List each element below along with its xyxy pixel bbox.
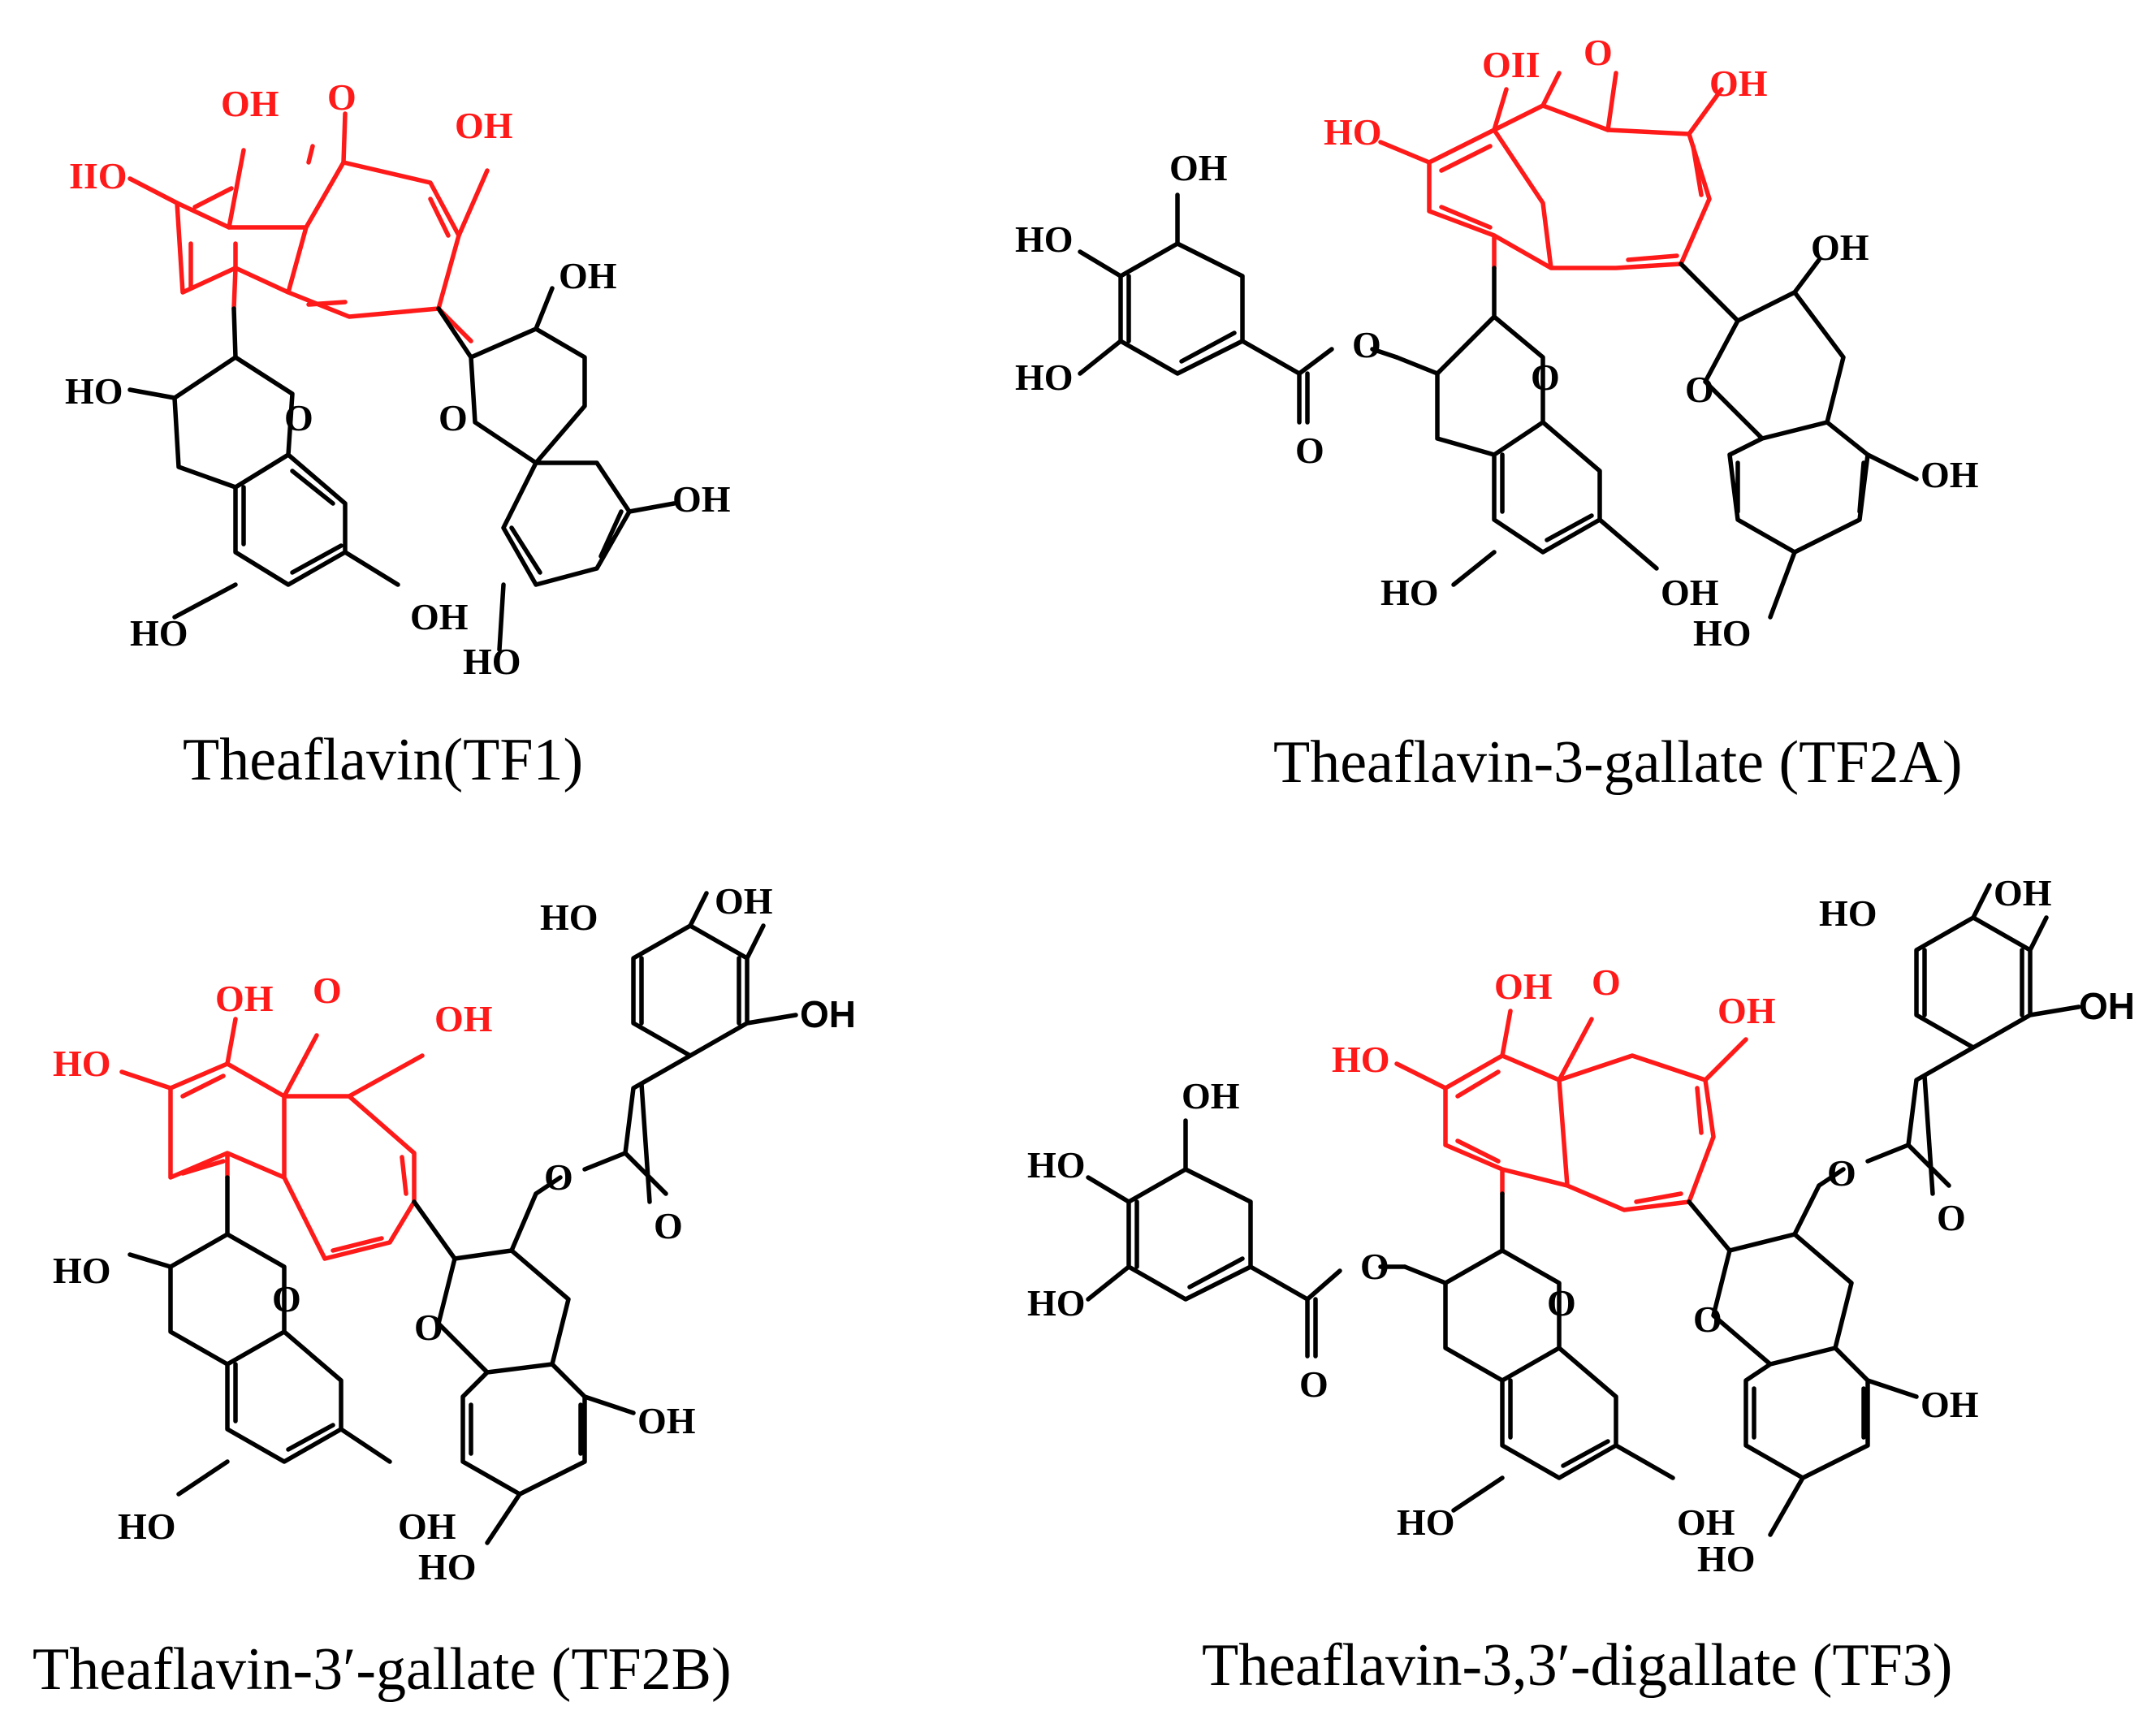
o-label: O (284, 397, 313, 438)
o-label: O (1295, 430, 1324, 471)
o-label: O (1685, 369, 1714, 410)
o-label: O (1547, 1282, 1576, 1324)
oh-label: OH (715, 880, 773, 922)
ho-label: HO (1015, 218, 1074, 260)
oh-label: OH (1921, 454, 1979, 495)
ho-label: HO (1027, 1144, 1086, 1186)
o-label: O (414, 1307, 443, 1348)
o-label: O (1827, 1152, 1856, 1194)
ho-label: HO (1324, 111, 1382, 153)
ho-label: HO (118, 1506, 176, 1547)
structure-tf3: OH O OH HO O HO OH O O OH HO HO O OH HO (1027, 872, 2135, 1699)
oh-label: OH (215, 978, 274, 1019)
oh-label: OH (221, 83, 279, 124)
ho-label: HO (65, 370, 123, 412)
ho-label: HO (463, 641, 521, 682)
oh-label: OH (672, 478, 731, 520)
structure-tf2b: OH O OH HO HO O HO OH O OH HO O O HO OH … (32, 880, 856, 1703)
o-label: O (1592, 961, 1621, 1003)
oh-label: OH (1169, 147, 1228, 188)
catechin-unit-left: HO O HO OH (65, 306, 469, 654)
oh-label: OH (1717, 990, 1776, 1031)
gallate-ester-right: O O HO OH OH (534, 880, 856, 1246)
o-label: O (1360, 1246, 1389, 1287)
catechin-unit-right: O OH HO (412, 1191, 696, 1588)
oh-label: OH (398, 1506, 456, 1547)
oh-label: OH (1661, 572, 1719, 613)
benzotropolone-core: OH O OH HO (1332, 961, 1776, 1212)
benzotropolone-core: OH O OH IIO (69, 76, 513, 343)
gallate-ester-left: O O OH HO HO (1027, 1075, 1407, 1405)
o-label: O (654, 1205, 683, 1246)
ho-label: HO (130, 612, 188, 654)
o-label: O (1531, 356, 1560, 398)
ho-label: IIO (69, 155, 127, 197)
oh-label: OH (1677, 1501, 1735, 1543)
catechin-unit-left: O HO OH (1380, 266, 1719, 613)
gallate-ester-left: O O OH HO HO (1015, 147, 1399, 471)
o-label: O (1352, 324, 1381, 365)
o-label: O (439, 397, 468, 438)
o-label: O (313, 970, 342, 1011)
caption-tf2a: Theaflavin-3-gallate (TF2A) (1273, 729, 1963, 796)
ho-label: HO (418, 1546, 477, 1588)
o-label: O (544, 1156, 573, 1198)
catechin-unit-left: O HO OH (1397, 1191, 1735, 1543)
ho-label: HO (1697, 1538, 1756, 1579)
ho-label: HO (1380, 572, 1439, 613)
oh-label: OH (410, 596, 469, 637)
oh-label: OH (1811, 227, 1869, 268)
oh-label: OH (1994, 872, 2052, 914)
ho-label: HO (53, 1043, 111, 1084)
oh-label: OH (559, 255, 617, 296)
catechin-unit-right: OH O OH HO (436, 255, 731, 682)
ho-label: HO (1397, 1501, 1455, 1543)
oh-label: OH (1921, 1384, 1979, 1425)
ho-label: HO (540, 896, 598, 938)
benzotropolone-core: OH O OH HO (53, 970, 493, 1261)
oh-label: OH (434, 998, 493, 1039)
o-label: O (1584, 32, 1613, 73)
caption-tf1: Theaflavin(TF1) (183, 727, 583, 793)
oh-label: OH (637, 1400, 696, 1441)
o-label: O (1937, 1197, 1966, 1238)
ho-label: HO (1027, 1282, 1086, 1324)
oh-label: OH (800, 993, 856, 1035)
caption-tf2b: Theaflavin-3′-gallate (TF2B) (32, 1636, 732, 1703)
o-label: O (1693, 1298, 1722, 1340)
o-label: O (1299, 1363, 1329, 1405)
catechin-unit-left: HO O HO OH (53, 1175, 456, 1547)
caption-tf3: Theaflavin-3,3′-digallate (TF3) (1202, 1632, 1952, 1699)
ho-label: HO (1819, 892, 1877, 934)
gallate-ester-right: O O HO OH OH (1817, 872, 2135, 1238)
catechin-unit-right: O OH HO (1687, 1183, 1979, 1579)
benzotropolone-core: OII O OH HO (1324, 32, 1768, 270)
ho-label: HO (1693, 612, 1752, 654)
structure-tf2a: OII O OH HO O HO OH O O OH HO HO OH O OH… (1015, 32, 1979, 796)
ho-label: HO (1015, 356, 1074, 398)
ho-label: HO (1332, 1039, 1390, 1080)
oh-label: OH (455, 105, 513, 146)
structure-tf1: OH O OH IIO HO O HO OH OH O OH HO Theafl… (65, 76, 731, 793)
oh-label: OH (2079, 985, 2135, 1027)
oh-label: OII (1482, 44, 1540, 85)
o-label: O (272, 1278, 301, 1320)
o-label: O (327, 76, 356, 118)
oh-label: OH (1182, 1075, 1240, 1117)
oh-label: OH (1709, 63, 1768, 104)
ho-label: HO (53, 1250, 111, 1291)
catechin-unit-right: OH O OH HO (1679, 227, 1979, 654)
oh-label: OH (1494, 966, 1553, 1007)
